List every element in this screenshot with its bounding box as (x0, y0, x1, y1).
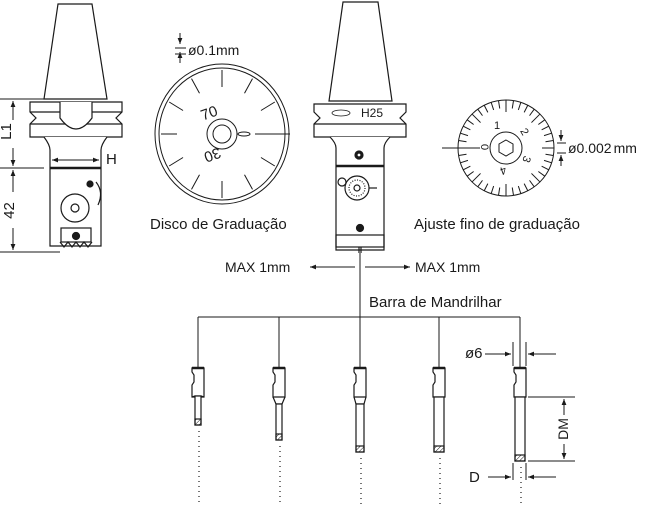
taper-shank (43, 3, 108, 100)
fine-tick (483, 105, 489, 113)
fine-tick (471, 173, 481, 183)
fine-tick (543, 159, 552, 164)
fine-tick (541, 165, 549, 171)
fine-adjust-dial (442, 99, 566, 197)
fine-tick (538, 171, 546, 177)
l1-label: L1 (0, 123, 15, 140)
fine-tick (531, 173, 541, 183)
fine-step-unit: mm (613, 140, 637, 156)
fine-tick (531, 113, 541, 123)
fine-tick (545, 139, 554, 143)
fine-tick (545, 153, 554, 157)
fine-tick (460, 159, 469, 164)
fine-tick (458, 139, 467, 143)
fine-tick (511, 187, 515, 196)
fine-step-value: ø0.002 (568, 140, 612, 156)
fine-tick (543, 132, 552, 137)
disc-caption: Disco de Graduação (150, 216, 287, 233)
max-right-label: MAX 1mm (415, 259, 481, 275)
fine-tick (490, 102, 495, 111)
fine-tick (466, 171, 474, 177)
bar-dimensions (485, 342, 575, 480)
fine-tick (541, 125, 549, 131)
fine-tick (463, 125, 471, 131)
fine-tick (477, 108, 483, 116)
disc-tick (244, 174, 253, 190)
graduation-disc (154, 33, 290, 205)
height-42-label: 42 (0, 202, 18, 219)
disc-tick (191, 174, 200, 190)
h-label: H (106, 151, 117, 168)
adjustment-range (197, 253, 521, 367)
fine-tick (483, 183, 489, 191)
fine-tick (458, 153, 467, 157)
center-taper (328, 1, 393, 102)
fine-tick (523, 183, 529, 191)
disc-tick (168, 157, 184, 167)
disc-tick (244, 78, 253, 94)
boring-bar (191, 366, 205, 506)
fine-tick (477, 180, 483, 188)
fine-tick (517, 102, 522, 111)
fine-tick (471, 113, 481, 123)
disc-tick (260, 101, 276, 111)
sandvik-logo (331, 109, 351, 117)
fine-tick (538, 119, 546, 125)
left-boring-head (29, 3, 123, 248)
fine-tick (497, 100, 501, 109)
d-label: D (469, 469, 480, 486)
fine-tick (529, 108, 535, 116)
fine-tick (511, 100, 515, 109)
shank-diameter-label: ø6 (465, 345, 483, 362)
fine-tick (490, 185, 495, 194)
boring-bar (272, 366, 286, 506)
fine-number-0: 0 (478, 143, 491, 151)
left-dimensions (0, 98, 99, 253)
fine-tick (523, 105, 529, 113)
center-boring-head (313, 1, 407, 253)
fine-tick (463, 165, 471, 171)
fine-tick (497, 187, 501, 196)
dm-label: DM (554, 418, 571, 440)
fine-tick (466, 119, 474, 125)
disc-tick (191, 78, 200, 94)
max-left-label: MAX 1mm (225, 259, 291, 275)
fine-tick (460, 132, 469, 137)
fine-number-1: 1 (494, 120, 501, 132)
boring-bar (513, 366, 527, 506)
boring-bars (191, 366, 527, 506)
boring-bar (353, 366, 367, 506)
disc-tick (260, 157, 276, 167)
boring-bar (432, 366, 446, 506)
drive-slot (59, 102, 93, 130)
disc-tick (168, 101, 184, 111)
holder-model: H25 (361, 106, 384, 120)
fine-tick (517, 185, 522, 194)
disc-step-label: ø0.1mm (188, 42, 240, 58)
fine-caption: Ajuste fino de graduação (414, 216, 580, 233)
bars-caption: Barra de Mandrilhar (369, 294, 502, 311)
fine-tick (529, 180, 535, 188)
